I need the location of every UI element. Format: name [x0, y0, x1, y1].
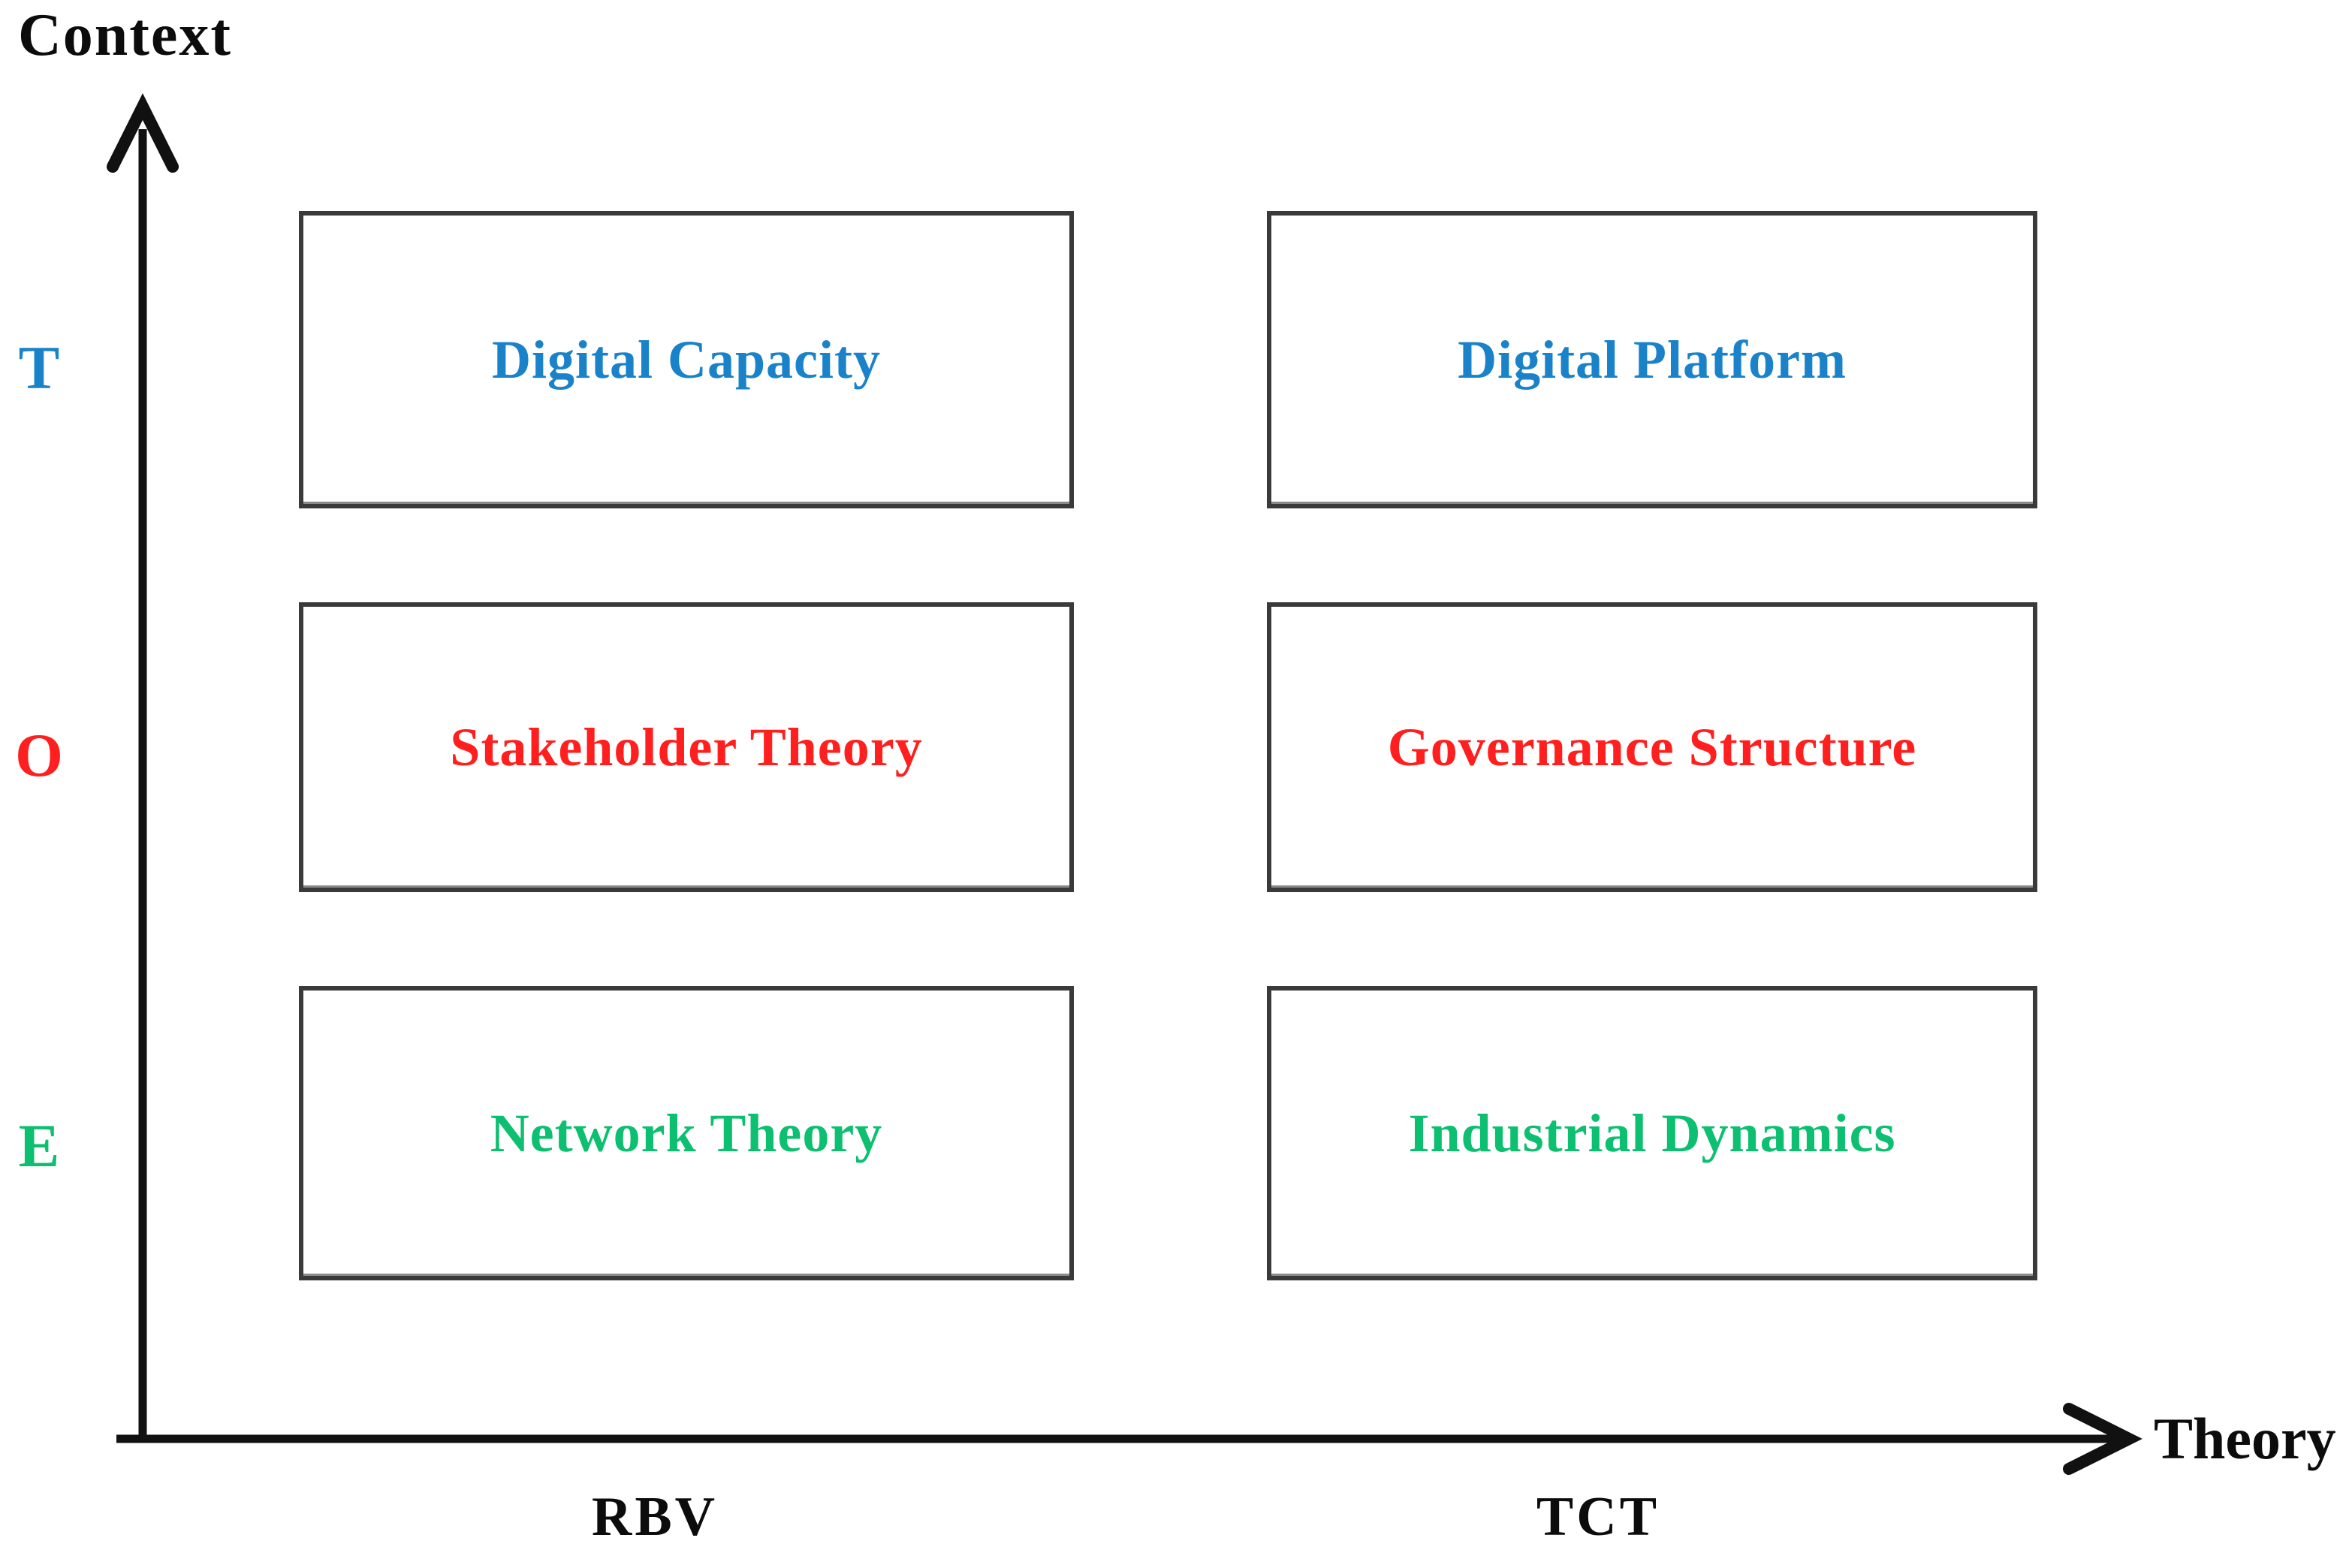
y-tick-label-t: T: [18, 333, 60, 402]
x-tick-label-tct: TCT: [1536, 1486, 1660, 1548]
cell-label: Industrial Dynamics: [1408, 1102, 1896, 1163]
cell-label: Digital Platform: [1458, 329, 1847, 390]
cell-label: Governance Structure: [1387, 716, 1917, 777]
y-axis-label-context: Context: [18, 2, 233, 68]
y-tick-label-o: O: [15, 721, 63, 789]
x-axis-label-theory: Theory: [2154, 1406, 2336, 1471]
cell-network-theory: Network Theory: [299, 986, 1074, 1280]
arrow-right-icon: [2063, 1403, 2142, 1475]
x-tick-label-rbv: RBV: [591, 1486, 719, 1548]
cell-label: Digital Capacity: [492, 329, 881, 390]
cell-digital-platform: Digital Platform: [1267, 211, 2037, 508]
cell-industrial-dynamics: Industrial Dynamics: [1267, 986, 2037, 1280]
cell-stakeholder-theory: Stakeholder Theory: [299, 602, 1074, 892]
cell-governance-structure: Governance Structure: [1267, 602, 2037, 892]
arrow-up-icon: [107, 93, 179, 173]
cell-label: Stakeholder Theory: [450, 716, 923, 777]
cell-digital-capacity: Digital Capacity: [299, 211, 1074, 508]
y-tick-label-e: E: [18, 1111, 60, 1180]
cell-label: Network Theory: [490, 1102, 883, 1163]
